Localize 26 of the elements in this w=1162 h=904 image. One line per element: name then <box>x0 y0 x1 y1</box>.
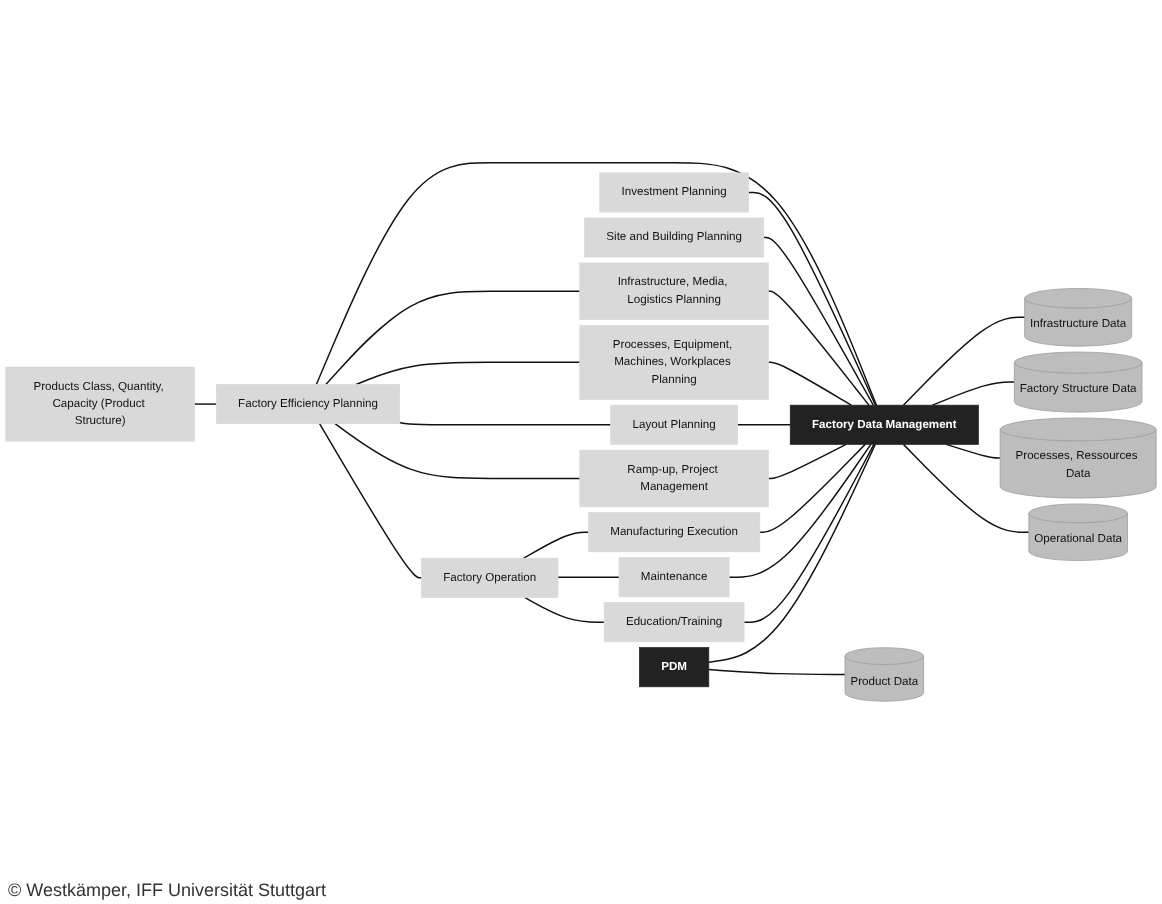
connector <box>708 443 876 663</box>
connector <box>945 443 1001 459</box>
connector <box>743 443 875 623</box>
connector <box>523 596 605 623</box>
connector <box>355 361 581 386</box>
connector <box>334 422 581 480</box>
connector <box>762 236 875 406</box>
connector <box>557 576 620 578</box>
connector <box>902 443 1030 533</box>
connector <box>747 191 877 406</box>
connector <box>318 422 423 579</box>
connector <box>399 421 612 426</box>
connector <box>315 162 878 406</box>
connector <box>523 531 590 559</box>
connector <box>325 290 581 386</box>
copyright-note: © Westkämper, IFF Universität Stuttgart <box>8 880 327 900</box>
connector <box>736 424 791 426</box>
connector <box>902 316 1026 406</box>
connector <box>767 361 853 406</box>
connector <box>759 443 866 533</box>
connector <box>193 403 218 405</box>
connector <box>767 290 870 406</box>
connector <box>728 443 872 578</box>
connector <box>767 443 847 480</box>
connector <box>708 668 846 676</box>
connector <box>931 381 1016 406</box>
